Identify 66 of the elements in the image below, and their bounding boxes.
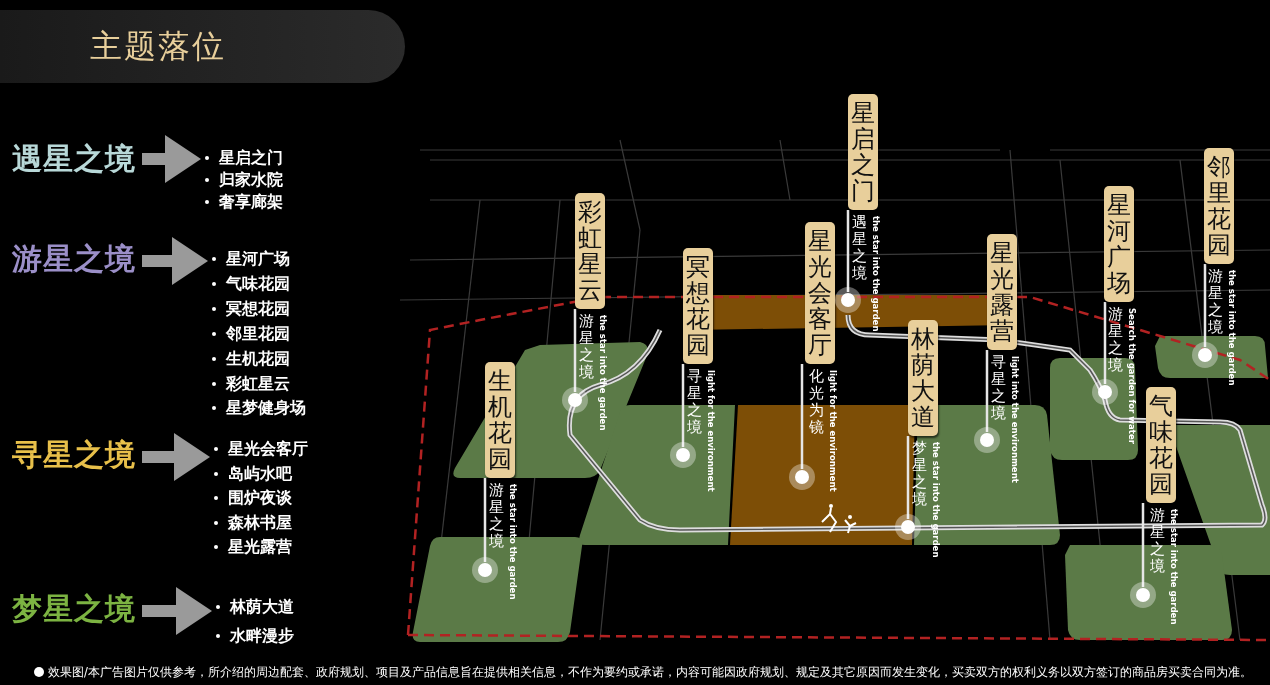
english-caption: the star into the garden bbox=[508, 484, 518, 600]
zone-caption: 游星之境 bbox=[1150, 507, 1165, 575]
arrow bbox=[142, 135, 201, 183]
name-tag: 林荫大道 bbox=[908, 320, 938, 436]
list-item: 围炉夜谈 bbox=[228, 488, 292, 508]
list-item: 彩虹星云 bbox=[226, 373, 290, 394]
english-caption: light for the environment bbox=[828, 370, 838, 492]
name-tag: 邻里花园 bbox=[1204, 148, 1234, 264]
category-heading: 梦星之境 bbox=[12, 592, 136, 626]
english-caption: the star into the garden bbox=[1227, 270, 1237, 386]
leader-line bbox=[1203, 264, 1207, 347]
zone-caption: 游星之境 bbox=[579, 313, 594, 381]
zone-caption: 游星之境 bbox=[489, 482, 504, 550]
arrow bbox=[142, 587, 212, 635]
leader-line bbox=[1103, 302, 1107, 384]
list-item: 水畔漫步 bbox=[230, 626, 294, 646]
list-item: 冥想花园 bbox=[226, 298, 290, 319]
location-dot bbox=[901, 520, 915, 534]
english-caption: light for the environment bbox=[706, 370, 716, 492]
name-tag: 彩虹星云 bbox=[575, 193, 605, 309]
list-item: 岛屿水吧 bbox=[228, 463, 292, 484]
zone-caption: 游星之境 bbox=[1208, 268, 1223, 336]
name-tag: 星光会客厅 bbox=[805, 222, 835, 364]
name-tag: 生机花园 bbox=[485, 362, 515, 478]
list-item: 星光露营 bbox=[228, 537, 292, 557]
leader-line bbox=[906, 436, 910, 519]
list-item: 星光会客厅 bbox=[228, 439, 308, 459]
english-caption: the star into the garden bbox=[1169, 509, 1179, 625]
leader-line bbox=[483, 478, 487, 562]
english-caption: the star into the garden bbox=[871, 216, 881, 332]
list-item: 邻里花园 bbox=[226, 323, 290, 344]
arrow bbox=[142, 433, 210, 481]
name-tag: 气味花园 bbox=[1146, 387, 1176, 503]
page-title: 主题落位 bbox=[90, 26, 226, 67]
list-item: 气味花园 bbox=[226, 273, 290, 294]
leader-line bbox=[573, 309, 577, 392]
english-caption: light into the environment bbox=[1010, 356, 1020, 483]
leader-line bbox=[846, 210, 850, 292]
name-tag: 星河广场 bbox=[1104, 186, 1134, 302]
category-heading: 游星之境 bbox=[12, 242, 136, 276]
list-item: 归家水院 bbox=[219, 170, 283, 190]
leader-line bbox=[1141, 503, 1145, 587]
english-caption: the star into the garden bbox=[598, 315, 608, 431]
zone-caption: 化光为镜 bbox=[809, 368, 824, 436]
zone-caption: 寻星之境 bbox=[991, 354, 1006, 422]
list-item: 森林书屋 bbox=[228, 512, 292, 533]
zone-caption: 寻星之境 bbox=[687, 368, 702, 436]
zone-caption: 游星之境 bbox=[1108, 306, 1123, 374]
list-item: 林荫大道 bbox=[230, 597, 294, 617]
arrow bbox=[142, 237, 208, 285]
disclaimer-note: 效果图/本广告图片仅供参考，所介绍的周边配套、政府规划、项目及产品信息旨在提供相关信息，不作为要约或承诺，内容可能因政府规划、规定及其它原因而发生变化，买卖双方的权利义务以双方签订的商品房买卖合同为准。 bbox=[48, 665, 1252, 679]
list-item: 生机花园 bbox=[226, 348, 290, 369]
list-item: 星启之门 bbox=[219, 148, 283, 168]
zone-caption: 遇星之境 bbox=[852, 214, 867, 282]
category-heading: 遇星之境 bbox=[12, 142, 136, 176]
list-item: 奢享廊架 bbox=[219, 192, 283, 212]
name-tag: 冥想花园 bbox=[683, 248, 713, 364]
leader-line bbox=[985, 350, 989, 432]
leader-line bbox=[800, 364, 804, 469]
leader-line bbox=[681, 364, 685, 447]
name-tag: 星启之门 bbox=[848, 94, 878, 210]
category-heading: 寻星之境 bbox=[12, 438, 136, 472]
name-tag: 星光露营 bbox=[987, 234, 1017, 350]
list-item: 星河广场 bbox=[226, 249, 290, 269]
list-item: 星梦健身场 bbox=[226, 398, 306, 419]
location-dot bbox=[841, 293, 855, 307]
